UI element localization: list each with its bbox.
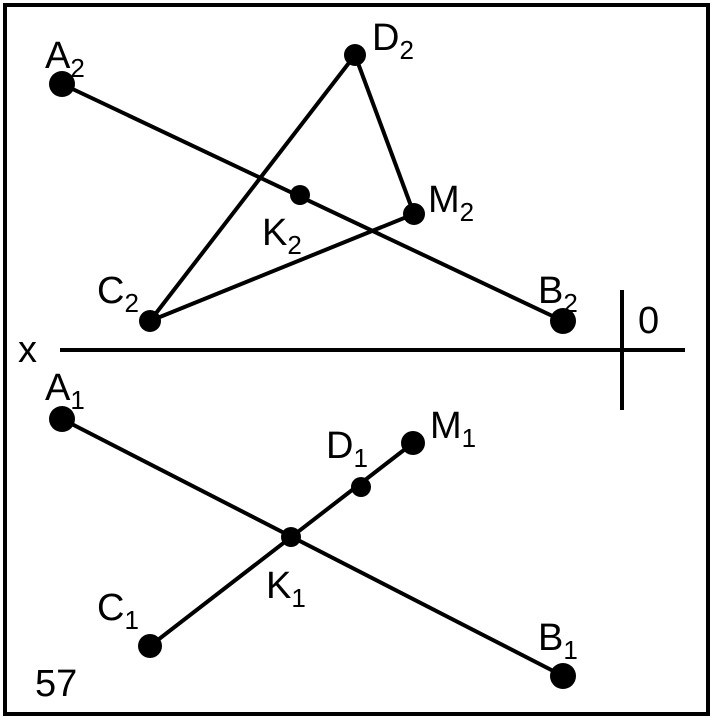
label-letter: K xyxy=(262,212,287,254)
segments xyxy=(61,53,564,678)
label-letter: A xyxy=(45,367,71,409)
label-index: 1 xyxy=(563,635,577,665)
label-index: 1 xyxy=(353,443,367,473)
point-m1 xyxy=(401,431,425,455)
label-d1: D1 xyxy=(326,425,368,473)
point-a1 xyxy=(49,406,75,432)
label-index: 2 xyxy=(563,288,577,318)
point-d1 xyxy=(351,477,371,497)
label-d2: D2 xyxy=(372,17,414,65)
point-m2 xyxy=(403,203,425,225)
label-k1: K1 xyxy=(266,565,306,613)
label-letter: D xyxy=(326,425,353,467)
label-k2: K2 xyxy=(262,212,302,260)
label-index: 2 xyxy=(460,197,474,227)
segment-c1-m1 xyxy=(148,441,415,648)
label-letter: B xyxy=(538,617,563,659)
segment-c2-m2 xyxy=(149,212,415,323)
label-index: 1 xyxy=(124,605,138,635)
label-letter: M xyxy=(428,179,460,221)
points xyxy=(49,44,576,689)
segment-d2-m2 xyxy=(353,54,416,215)
label-index: 2 xyxy=(70,53,84,83)
label-index: 2 xyxy=(399,35,413,65)
point-a2 xyxy=(49,71,75,97)
segment-a1-b1 xyxy=(61,417,564,678)
label-m2: M2 xyxy=(428,179,474,227)
label-c2: C2 xyxy=(97,270,139,318)
projection-axis xyxy=(60,290,685,410)
label-index: 1 xyxy=(462,423,476,453)
label-a1: A1 xyxy=(45,367,85,415)
point-c1 xyxy=(138,634,162,658)
point-c2 xyxy=(139,310,161,332)
point-k1 xyxy=(281,527,301,547)
x-axis-label: x xyxy=(18,329,37,371)
origin-label: 0 xyxy=(638,300,659,342)
label-b1: B1 xyxy=(538,617,578,665)
label-m1: M1 xyxy=(430,405,476,453)
label-index: 2 xyxy=(124,288,138,318)
label-letter: K xyxy=(266,565,291,607)
figure-frame xyxy=(3,3,710,716)
label-letter: M xyxy=(430,405,462,447)
label-letter: D xyxy=(372,17,399,59)
label-letter: C xyxy=(97,270,124,312)
label-letter: B xyxy=(538,270,563,312)
segment-c2-d2 xyxy=(148,53,357,323)
point-b1 xyxy=(550,663,576,689)
label-index: 1 xyxy=(70,385,84,415)
label-b2: B2 xyxy=(538,270,578,318)
label-index: 2 xyxy=(287,230,301,260)
label-c1: C1 xyxy=(97,587,139,635)
figure-number: 57 xyxy=(35,663,77,705)
point-k2 xyxy=(290,185,310,205)
label-index: 1 xyxy=(291,583,305,613)
label-letter: A xyxy=(45,35,71,77)
label-a2: A2 xyxy=(45,35,85,83)
segment-a2-b2 xyxy=(61,82,564,323)
point-b2 xyxy=(550,308,576,334)
point-d2 xyxy=(344,44,366,66)
label-letter: C xyxy=(97,587,124,629)
